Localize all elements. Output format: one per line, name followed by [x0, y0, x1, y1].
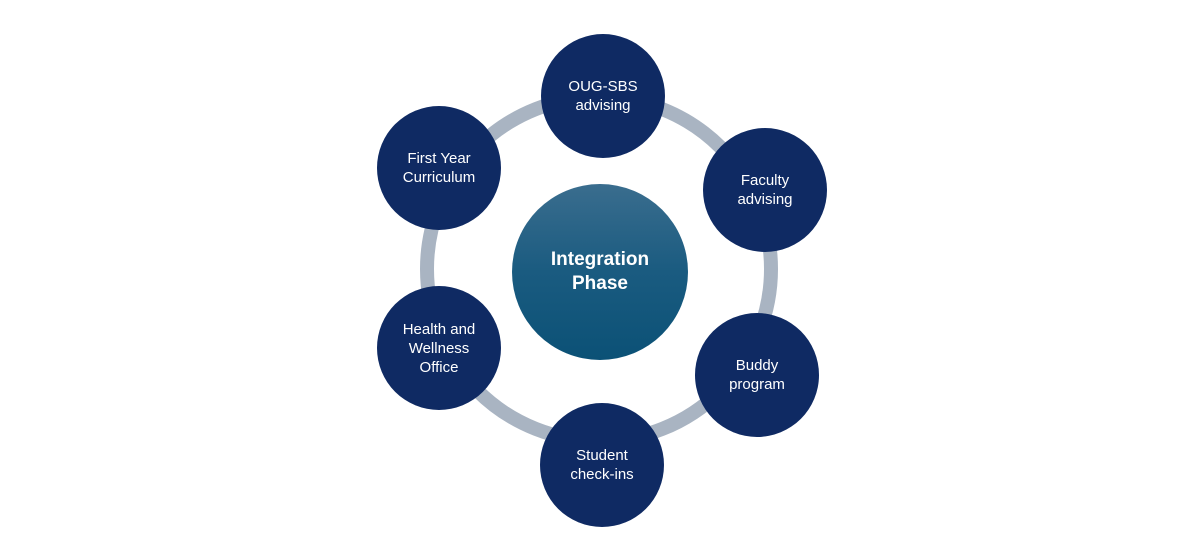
center-hub-label: Integration Phase	[550, 249, 650, 294]
node-oug-sbs-advising: OUG-SBS advising	[541, 34, 665, 158]
node-label: Student check-ins	[570, 447, 634, 483]
node-health-and-wellness-office: Health and Wellness Office	[377, 286, 501, 410]
node-label: First Year Curriculum	[402, 150, 476, 186]
node-student-check-ins: Student check-ins	[540, 403, 664, 527]
node-label: Buddy program	[729, 357, 785, 393]
center-hub: Integration Phase	[512, 184, 688, 360]
node-buddy-program: Buddy program	[695, 313, 819, 437]
node-first-year-curriculum: First Year Curriculum	[377, 106, 501, 230]
node-label: Health and Wellness Office	[402, 320, 476, 376]
node-label: OUG-SBS advising	[568, 78, 638, 114]
node-label: Faculty advising	[737, 172, 793, 208]
node-faculty-advising: Faculty advising	[703, 128, 827, 252]
